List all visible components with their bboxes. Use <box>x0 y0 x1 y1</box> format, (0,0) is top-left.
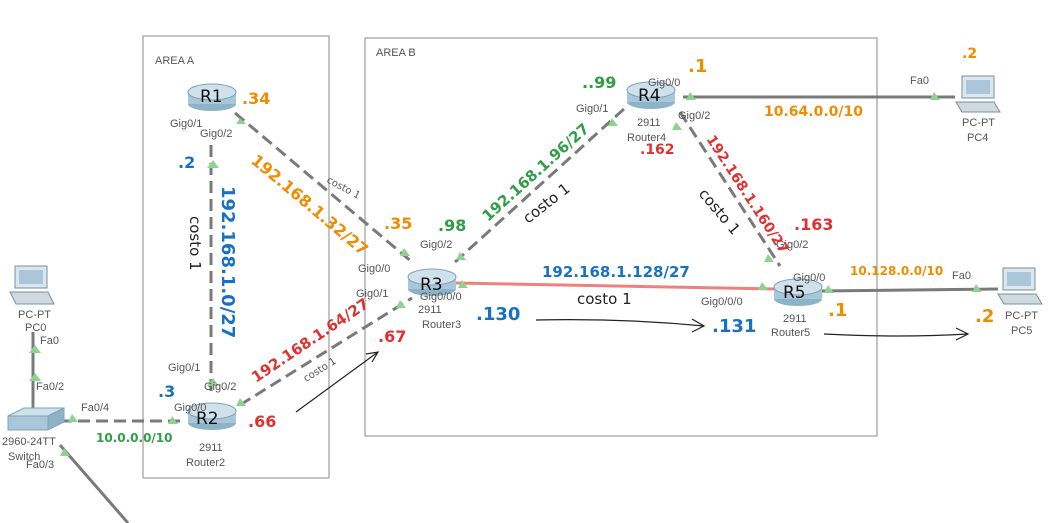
host-r4-162: .162 <box>640 142 675 158</box>
host-r4-99: ..99 <box>582 73 616 92</box>
host-r3-130: .130 <box>476 304 520 325</box>
host-r3-35: .35 <box>384 214 412 233</box>
link-r2-r3 <box>239 296 413 407</box>
router-r4-model: 2911 <box>637 117 661 129</box>
r2-port-gig02: Gig0/2 <box>204 381 236 393</box>
router-r4[interactable]: R4 2911 Router4 <box>626 81 676 144</box>
pc5[interactable]: PC-PT PC5 <box>997 267 1043 337</box>
arrow-r5-to-pc5 <box>823 327 970 341</box>
router-r2[interactable]: R2 2911 Router2 <box>186 402 237 469</box>
host-r2-3: .3 <box>158 382 175 401</box>
subnet-r3-r5: 192.168.1.128/27 <box>542 263 690 281</box>
switch-label: Switch <box>8 451 40 463</box>
router-r5[interactable]: R5 2911 Router5 <box>771 278 823 339</box>
r3-port-gig000: Gig0/0/0 <box>420 291 462 303</box>
pc0-port-fa0: Fa0 <box>40 335 59 347</box>
switch-port-fa02: Fa0/2 <box>36 381 64 393</box>
link-switch-down <box>58 444 130 523</box>
r5-port-gig000: Gig0/0/0 <box>701 296 743 308</box>
host-r5-1: .1 <box>828 300 847 321</box>
router-r4-label: Router4 <box>627 132 666 144</box>
host-r3-67: .67 <box>378 327 406 346</box>
router-r3-label: Router3 <box>422 319 461 331</box>
pc4[interactable]: PC-PT PC4 <box>955 75 1001 144</box>
arrow-r3-to-r5 <box>535 318 706 333</box>
link-r5-pc5 <box>819 287 999 293</box>
pc5-type: PC-PT <box>1005 310 1038 322</box>
pc5-label: PC5 <box>1011 325 1032 337</box>
link-r3-r5 <box>454 281 777 291</box>
router-r3-name: R3 <box>420 275 443 295</box>
area-a-box <box>142 35 330 479</box>
router-r2-label: Router2 <box>186 457 225 469</box>
area-a-label: AREA A <box>155 55 195 67</box>
r2-port-gig00: Gig0/0 <box>174 402 206 414</box>
router-r3-model: 2911 <box>418 304 442 316</box>
area-b-label: AREA B <box>376 47 416 59</box>
subnet-r1-r3: 192.168.1.32/27 <box>247 151 371 260</box>
router-r1[interactable]: R1 <box>187 83 237 111</box>
cost-r2-r3: costo 1 <box>302 356 339 385</box>
router-r4-name: R4 <box>638 86 661 106</box>
host-r1-34: .34 <box>242 89 270 108</box>
r4-port-gig02: Gig0/2 <box>678 110 710 122</box>
subnet-r2-switch: 10.0.0.0/10 <box>96 431 173 445</box>
router-r2-name: R2 <box>196 409 219 429</box>
port-markers <box>29 92 982 456</box>
r1-port-gig01: Gig0/1 <box>170 118 202 130</box>
router-r5-model: 2911 <box>783 313 807 325</box>
host-r2-66: .66 <box>248 412 276 431</box>
cost-r1-r3: costo 1 <box>325 175 362 202</box>
r1-port-gig02: Gig0/2 <box>200 128 232 140</box>
switch-port-fa03: Fa0/3 <box>26 459 54 471</box>
area-b-box <box>364 37 878 437</box>
pc5-port-fa0: Fa0 <box>952 270 971 282</box>
host-r5-131: .131 <box>712 316 756 337</box>
r5-port-gig02: Gig0/2 <box>776 239 808 251</box>
link-r4-r5 <box>678 111 782 267</box>
host-r4-1: .1 <box>688 56 707 77</box>
switch-model: 2960-24TT <box>2 436 56 448</box>
cost-r1-r2: costo 1 <box>186 216 204 271</box>
cost-r3-r5: costo 1 <box>577 290 632 308</box>
subnet-r1-r2: 192.168.1.0/27 <box>217 186 238 338</box>
host-r5-163: .163 <box>794 215 833 234</box>
pc4-port-fa0: Fa0 <box>910 75 929 87</box>
host-r3-98: .98 <box>438 216 466 235</box>
pc0-type: PC-PT <box>18 309 51 321</box>
subnet-r4-pc4: 10.64.0.0/10 <box>764 104 863 120</box>
arrow-r2-to-r3 <box>295 351 380 413</box>
switch-port-fa04: Fa0/4 <box>81 402 109 414</box>
r2-port-gig01: Gig0/1 <box>168 362 200 374</box>
link-r3-r4 <box>453 106 627 264</box>
link-r1-r3 <box>234 111 413 264</box>
r3-port-gig01: Gig0/1 <box>356 288 388 300</box>
pc0-label: PC0 <box>25 322 46 334</box>
router-r1-name: R1 <box>200 87 223 107</box>
host-pc5-2: .2 <box>975 306 994 327</box>
router-r2-model: 2911 <box>199 442 223 454</box>
r3-port-gig00: Gig0/0 <box>358 263 390 275</box>
r4-port-gig00: Gig0/0 <box>648 77 680 89</box>
router-r5-label: Router5 <box>771 327 810 339</box>
pc4-type: PC-PT <box>962 117 995 129</box>
pc4-label: PC4 <box>967 132 988 144</box>
router-r5-name: R5 <box>783 283 806 303</box>
host-pc4-2: .2 <box>962 46 977 62</box>
pc0[interactable]: PC-PT PC0 <box>9 265 55 334</box>
r3-port-gig02: Gig0/2 <box>420 239 452 251</box>
r5-port-gig00: Gig0/0 <box>793 272 825 284</box>
switch[interactable]: 2960-24TT Switch <box>2 407 65 463</box>
r4-port-gig01: Gig0/1 <box>576 103 608 115</box>
router-r3[interactable]: R3 2911 Router3 <box>407 268 461 331</box>
host-r1-2: .2 <box>178 153 195 172</box>
subnet-r5-pc5: 10.128.0.0/10 <box>850 264 943 278</box>
